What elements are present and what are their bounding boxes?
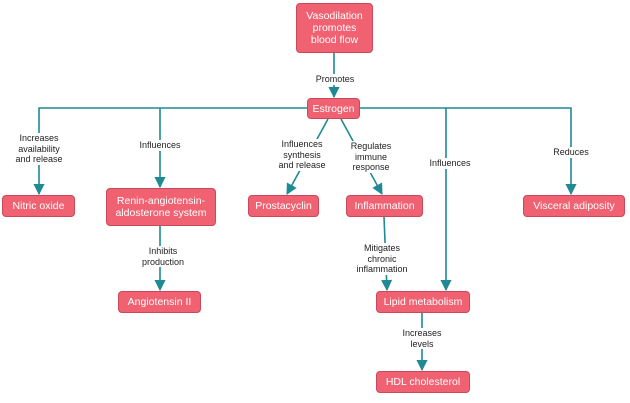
node-nitric-oxide[interactable]: Nitric oxide <box>2 195 75 217</box>
node-visceral-adiposity[interactable]: Visceral adiposity <box>523 195 625 217</box>
node-prostacyclin[interactable]: Prostacyclin <box>248 195 319 217</box>
node-raas[interactable]: Renin-angiotensin- aldosterone system <box>106 188 216 226</box>
node-vasodilation[interactable]: Vasodilation promotes blood flow <box>296 3 373 53</box>
label-increases-levels: Increases levels <box>398 328 446 349</box>
edge-estrogen-nitric-oxide <box>33 107 308 196</box>
node-inflammation[interactable]: Inflammation <box>346 195 423 217</box>
node-estrogen[interactable]: Estrogen <box>307 98 360 119</box>
edge-estrogen-visceral <box>446 107 577 196</box>
node-lipid-metabolism[interactable]: Lipid metabolism <box>376 291 470 313</box>
node-angiotensin[interactable]: Angiotensin II <box>118 291 201 313</box>
node-hdl-cholesterol[interactable]: HDL cholesterol <box>376 371 470 393</box>
label-influences-synthesis: Influences synthesis and release <box>273 139 331 171</box>
label-regulates-immune: Regulates immune response <box>343 141 399 173</box>
label-reduces: Reduces <box>549 147 593 158</box>
label-promotes: Promotes <box>312 74 358 85</box>
label-mitigates: Mitigates chronic inflammation <box>350 243 414 275</box>
label-influences-lipid: Influences <box>424 158 476 169</box>
label-inhibits-production: Inhibits production <box>135 246 191 267</box>
label-influences-raas: Influences <box>134 140 186 151</box>
label-increases-availability: Increases availability and release <box>10 133 68 165</box>
